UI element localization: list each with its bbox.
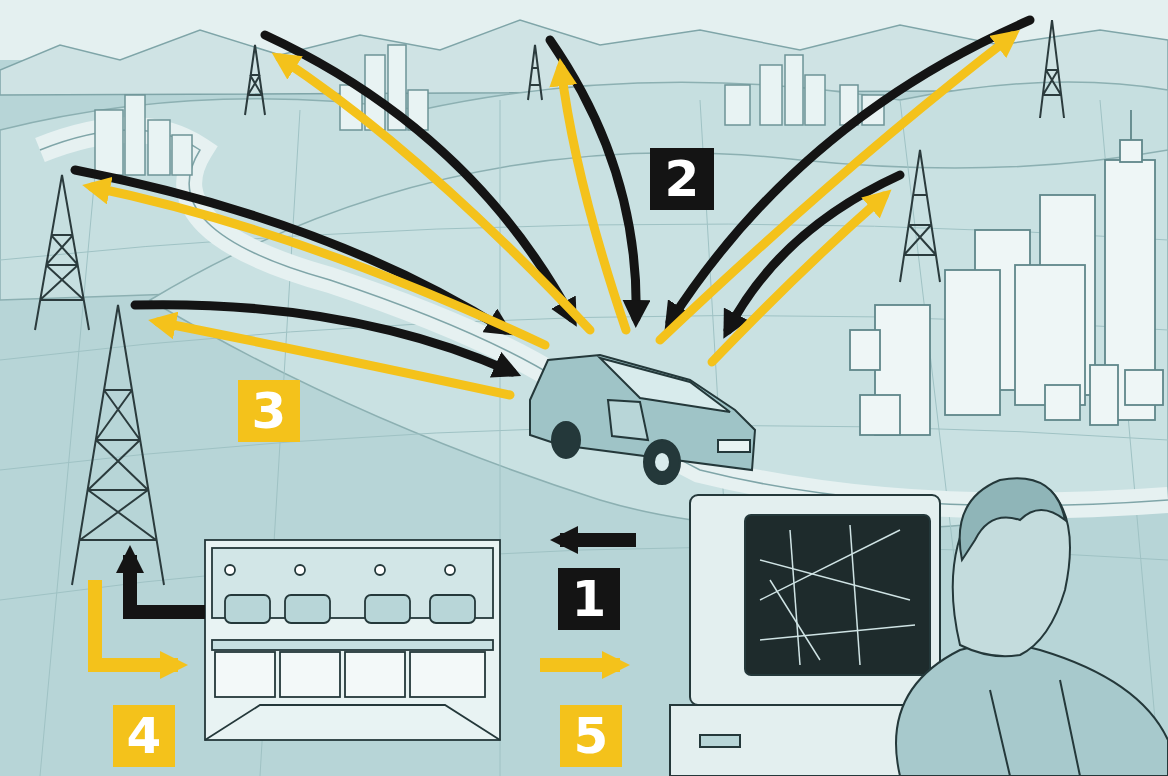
- callout-number: 5: [574, 711, 609, 761]
- signal-arrows-out: [92, 36, 1012, 395]
- city-right: [850, 110, 1163, 435]
- road-edge: [40, 130, 1168, 506]
- callout-box: 5: [560, 705, 622, 767]
- callout-box: 4: [113, 705, 175, 767]
- uplink-arrow: [130, 555, 205, 612]
- callout-box: 2: [650, 148, 714, 210]
- request-arrow: [560, 533, 636, 547]
- downlink-arrow: [95, 580, 178, 665]
- callout-number: 4: [127, 711, 162, 761]
- road: [40, 130, 1168, 506]
- mountains: [0, 20, 1168, 95]
- operator: [896, 478, 1168, 776]
- control-room: [205, 540, 500, 740]
- van: [530, 355, 755, 484]
- city-left: [95, 95, 192, 175]
- callout-number: 1: [572, 574, 607, 624]
- callout-box: 3: [238, 380, 300, 442]
- callout-number: 3: [252, 386, 287, 436]
- signal-arrows-in: [75, 20, 1030, 372]
- callout-box: 1: [558, 568, 620, 630]
- report-arrow: [540, 658, 620, 672]
- callout-number: 2: [665, 154, 700, 204]
